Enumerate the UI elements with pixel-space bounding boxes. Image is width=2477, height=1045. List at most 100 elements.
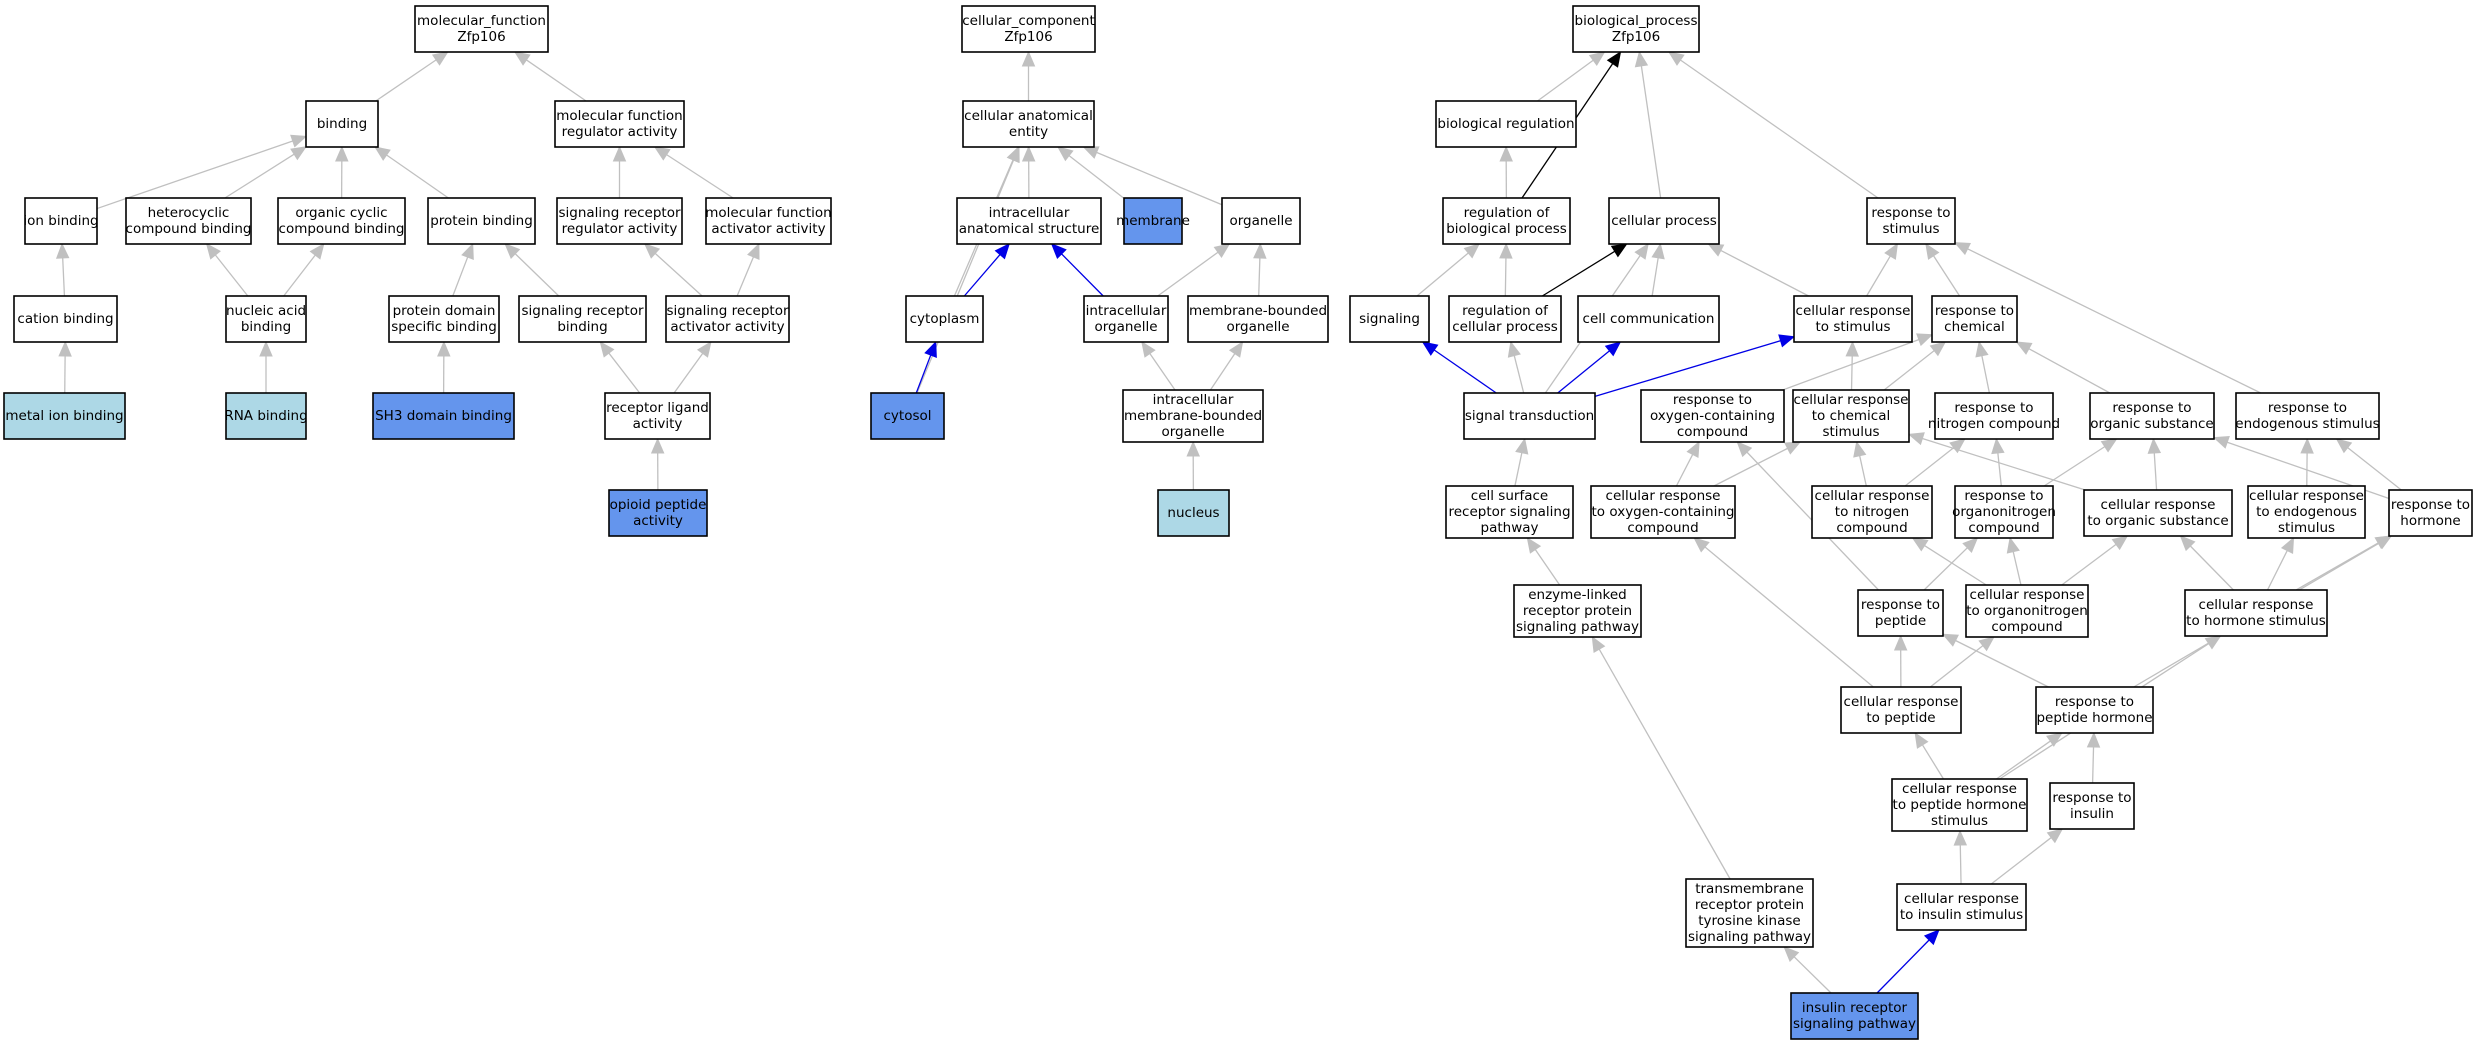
node-label-line: specific binding xyxy=(391,319,497,335)
node-label-line: response to xyxy=(1954,400,2033,416)
edge-arrowhead xyxy=(1606,50,1622,68)
edge-io-to-ias xyxy=(1050,243,1104,297)
edge-arrowhead xyxy=(2100,438,2118,453)
edge-rtn-to-rtc xyxy=(1975,340,1991,394)
node-cell_comm[interactable]: cell communication xyxy=(1577,295,1720,343)
node-binding[interactable]: binding xyxy=(305,100,379,148)
edge-arrowhead xyxy=(2046,732,2063,747)
edge-arrowhead xyxy=(504,243,521,259)
edge-line xyxy=(1924,544,1987,586)
edge-arrowhead xyxy=(290,146,308,161)
edge-arrowhead xyxy=(1953,242,1971,256)
node-protein_binding[interactable]: protein binding xyxy=(427,197,536,245)
node-label-line: biological_process xyxy=(1575,13,1698,29)
edge-opioid-to-rla xyxy=(650,437,665,491)
edge-irsp-to-cris xyxy=(1876,929,1940,994)
edge-line xyxy=(963,254,1001,297)
node-signaling[interactable]: signaling xyxy=(1349,295,1430,343)
edge-membrane-to-cae xyxy=(1057,146,1125,199)
node-bio_reg[interactable]: biological regulation xyxy=(1435,100,1577,148)
node-label-line: to peptide xyxy=(1866,710,1935,726)
node-label-line: protein binding xyxy=(430,213,533,229)
node-label-line: oxygen-containing xyxy=(1650,408,1775,424)
edge-arrowhead xyxy=(437,340,451,357)
edge-arrowhead xyxy=(1021,145,1036,162)
node-cytoplasm[interactable]: cytoplasm xyxy=(905,295,984,343)
edge-metal-to-cation xyxy=(58,340,72,394)
edge-line xyxy=(1904,447,1955,487)
node-membrane[interactable]: membrane xyxy=(1116,197,1190,245)
edge-line xyxy=(1675,454,1694,487)
edge-cro2-to-rto2 xyxy=(1675,440,1700,487)
node-box xyxy=(870,392,945,440)
node-ion_binding[interactable]: ion binding xyxy=(23,197,99,245)
node-label-line: Zfp106 xyxy=(1612,29,1660,45)
node-rna[interactable]: RNA binding xyxy=(224,392,308,440)
edge-crphs-to-rtph xyxy=(1996,732,2063,780)
node-label-line: molecular function xyxy=(705,205,831,221)
edge-arrowhead xyxy=(653,146,671,161)
node-metal[interactable]: metal ion binding xyxy=(3,392,126,440)
edge-cros-to-rtos xyxy=(2147,437,2162,491)
edge-line xyxy=(1537,59,1594,102)
edge-arrowhead xyxy=(2212,435,2230,449)
node-label-line: to insulin stimulus xyxy=(1900,907,2023,923)
node-cytosol[interactable]: cytosol xyxy=(870,392,945,440)
node-cell_proc[interactable]: cellular process xyxy=(1608,197,1720,245)
node-organelle[interactable]: organelle xyxy=(1221,197,1301,245)
node-nucleus[interactable]: nucleus xyxy=(1157,489,1230,537)
node-sig_trans[interactable]: signal transduction xyxy=(1463,392,1596,440)
edge-line xyxy=(1921,744,1945,780)
node-cation[interactable]: cation binding xyxy=(13,295,118,343)
node-sh3[interactable]: SH3 domain binding xyxy=(372,392,515,440)
